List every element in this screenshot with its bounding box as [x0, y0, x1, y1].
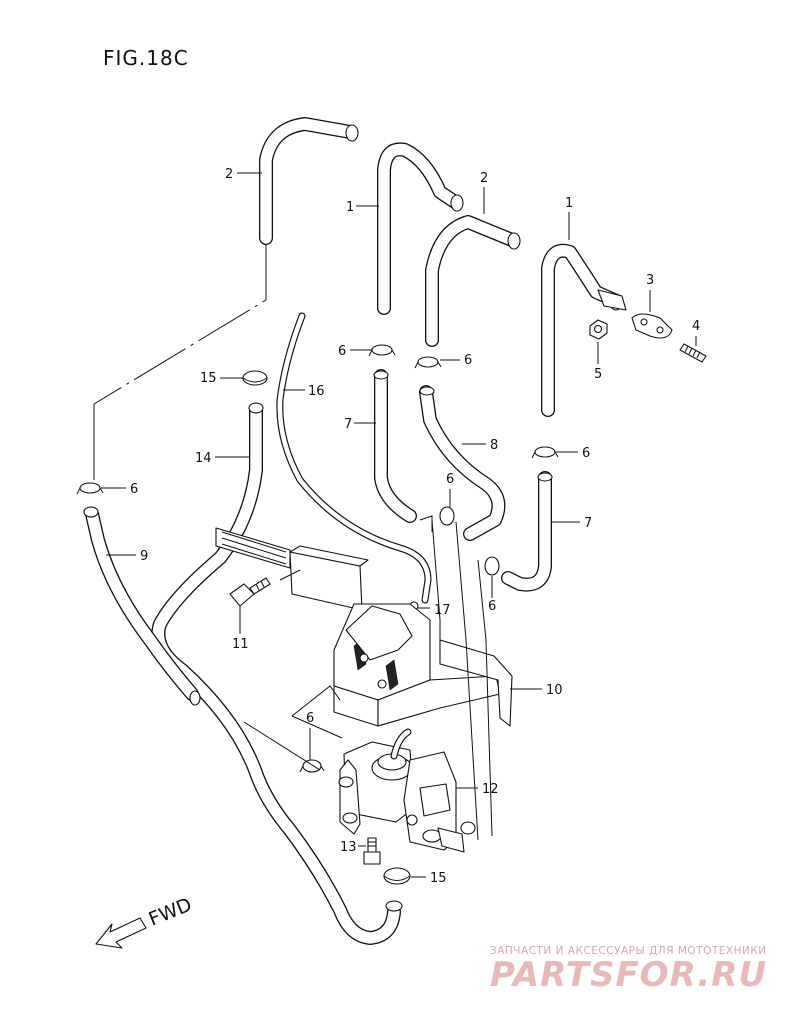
valve-assembly-12 — [338, 728, 476, 853]
callout-14: 14 — [195, 451, 212, 466]
bolt-4 — [679, 343, 707, 363]
callout-3: 3 — [646, 273, 654, 288]
callouts: 2 1 2 1 3 4 5 6 6 6 6 6 6 6 15 16 7 — [101, 167, 700, 886]
cap-15-lower — [383, 867, 411, 885]
clamp-6-b — [368, 344, 396, 357]
hose-1-middle — [377, 142, 464, 315]
nut-5 — [589, 319, 608, 340]
callout-15-upper: 15 — [200, 371, 217, 386]
callout-2-right: 2 — [480, 171, 488, 186]
callout-6-f: 6 — [488, 599, 496, 614]
watermark: ЗАПЧАСТИ И АКСЕССУАРЫ ДЛЯ МОТОТЕХНИКИ PA… — [490, 945, 767, 995]
callout-9: 9 — [140, 549, 148, 564]
cap-15-upper — [242, 370, 268, 386]
callout-4: 4 — [692, 319, 700, 334]
clamp-6-f — [484, 556, 500, 576]
hose-7-left — [373, 369, 417, 523]
watermark-brand: PARTSFOR.RU — [490, 955, 767, 995]
callout-15-lower: 15 — [430, 871, 447, 886]
callout-17: 17 — [434, 603, 451, 618]
hose-9 — [83, 506, 201, 706]
callout-6-d: 6 — [582, 446, 590, 461]
callout-16: 16 — [308, 384, 325, 399]
callout-1-right: 1 — [565, 196, 573, 211]
bolt-13 — [363, 837, 381, 865]
hose-1-right — [541, 243, 627, 417]
callout-5: 5 — [594, 367, 602, 382]
callout-1-middle: 1 — [346, 200, 354, 215]
valve-body-10 — [215, 527, 513, 727]
hose-14 — [151, 402, 403, 945]
hose-8 — [419, 385, 506, 541]
hose-2-left — [259, 117, 359, 245]
hose-7-right — [501, 471, 553, 592]
callout-8: 8 — [490, 438, 498, 453]
clamp-6-d — [531, 446, 559, 459]
callout-11: 11 — [232, 637, 249, 652]
hose-2-right — [425, 215, 521, 347]
callout-6-a: 6 — [130, 482, 138, 497]
callout-6-e: 6 — [446, 472, 454, 487]
callout-7-left: 7 — [344, 417, 352, 432]
callout-6-b: 6 — [338, 344, 346, 359]
fwd-arrow: FWD — [95, 894, 195, 949]
clamp-6-c — [414, 356, 442, 369]
clamp-6-a — [76, 482, 104, 495]
hose-16 — [276, 312, 432, 604]
callout-10: 10 — [546, 683, 563, 698]
clamp-6-g — [299, 759, 325, 773]
callout-13: 13 — [340, 840, 357, 855]
watermark-tagline: ЗАПЧАСТИ И АКСЕССУАРЫ ДЛЯ МОТОТЕХНИКИ — [490, 945, 767, 957]
clamp-6-e — [439, 506, 455, 526]
callout-6-c: 6 — [464, 353, 472, 368]
callout-6-g: 6 — [306, 711, 314, 726]
callout-2-left: 2 — [225, 167, 233, 182]
callout-12: 12 — [482, 782, 499, 797]
leader-lines — [93, 244, 493, 841]
callout-7-right: 7 — [584, 516, 592, 531]
fwd-label: FWD — [146, 894, 195, 931]
gasket-3 — [631, 313, 673, 339]
bolt-11 — [229, 577, 271, 607]
figure-title: FIG.18C — [103, 46, 189, 70]
